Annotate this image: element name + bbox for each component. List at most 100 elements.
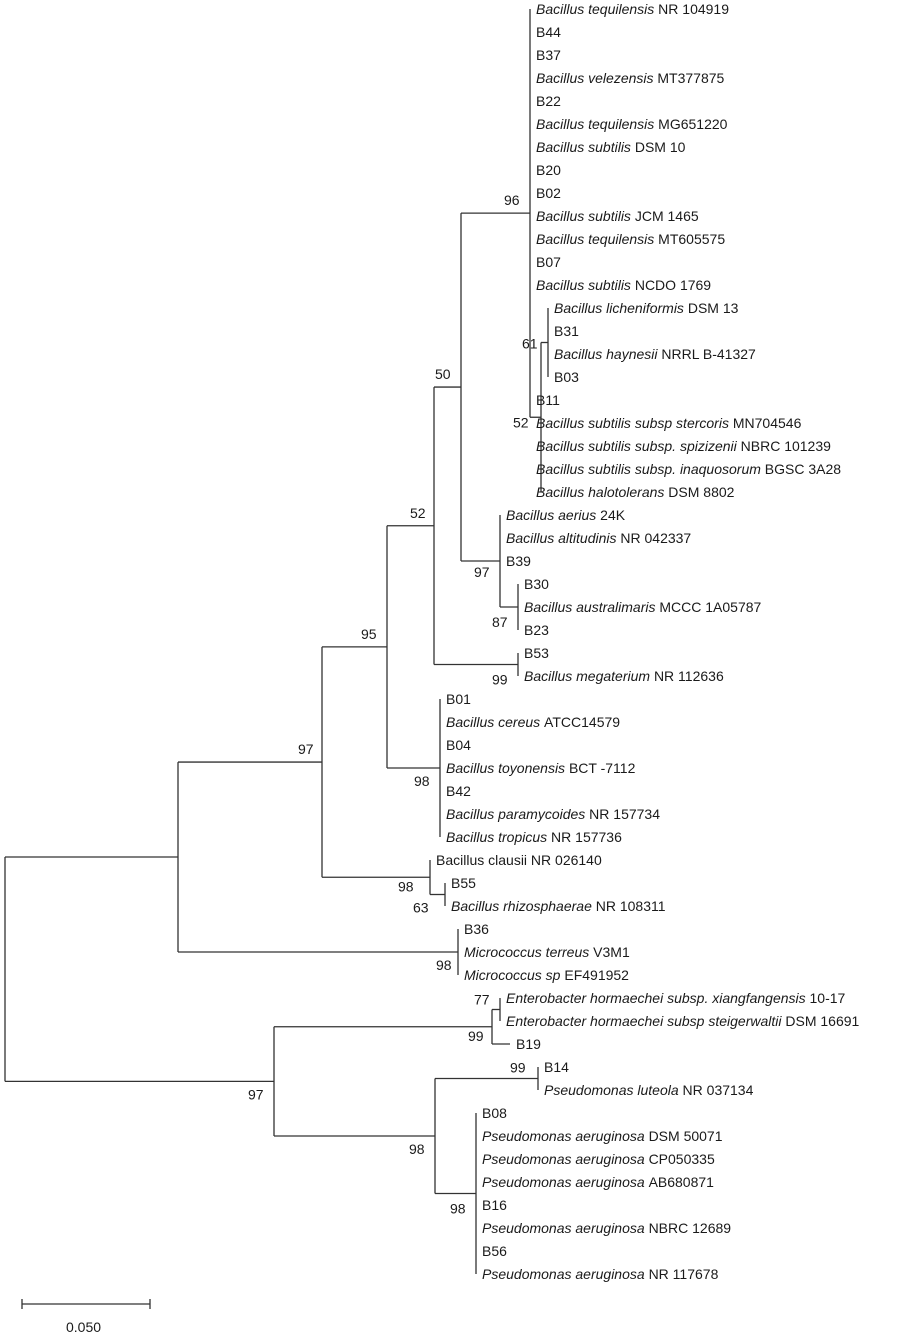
leaf-label: Bacillus velezensis MT377875	[536, 70, 725, 86]
leaf-label: Pseudomonas luteola NR 037134	[544, 1082, 754, 1098]
leaf-accession: B37	[536, 47, 561, 63]
bootstrap-value: 98	[409, 1141, 425, 1157]
leaf-label: B04	[446, 737, 471, 753]
bootstrap-value: 98	[414, 773, 430, 789]
leaf-label: B30	[524, 576, 549, 592]
leaf-label: Bacillus toyonensis BCT -7112	[446, 760, 636, 776]
leaf-accession: NR 108311	[596, 898, 666, 914]
leaf-label: Bacillus tequilensis NR 104919	[536, 1, 729, 17]
leaf-accession: MG651220	[658, 116, 727, 132]
bootstrap-value: 61	[522, 336, 538, 352]
leaf-label: B42	[446, 783, 471, 799]
leaf-label: B19	[516, 1036, 541, 1052]
leaf-accession: 10-17	[810, 990, 846, 1006]
bootstrap-value: 98	[436, 957, 452, 973]
leaf-label: Bacillus paramycoides NR 157734	[446, 806, 660, 822]
bootstrap-value: 95	[361, 626, 377, 642]
leaf-species: Bacillus tropicus	[446, 829, 551, 845]
leaf-species: Bacillus tequilensis	[536, 231, 658, 247]
leaf-accession: NR 104919	[658, 1, 729, 17]
bootstrap-value: 99	[510, 1060, 526, 1076]
leaf-label: B53	[524, 645, 549, 661]
leaf-label: Pseudomonas aeruginosa AB680871	[482, 1174, 714, 1190]
leaf-label: B08	[482, 1105, 507, 1121]
leaf-accession: MCCC 1A05787	[659, 599, 761, 615]
scale-bar-label: 0.050	[66, 1319, 101, 1335]
leaf-label: Bacillus subtilis NCDO 1769	[536, 277, 711, 293]
leaf-accession: NRRL B-41327	[661, 346, 756, 362]
leaf-label: Bacillus tequilensis MT605575	[536, 231, 725, 247]
leaf-label: Bacillus tequilensis MG651220	[536, 116, 728, 132]
leaf-species: Pseudomonas aeruginosa	[482, 1266, 649, 1282]
leaf-label: Bacillus haynesii NRRL B-41327	[554, 346, 756, 362]
leaf-accession: DSM 13	[688, 300, 739, 316]
leaf-species: Micrococcus sp	[464, 967, 564, 983]
leaf-species: Micrococcus terreus	[464, 944, 593, 960]
leaf-label: Pseudomonas aeruginosa DSM 50071	[482, 1128, 723, 1144]
leaf-species: Pseudomonas aeruginosa	[482, 1151, 649, 1167]
leaf-species: Pseudomonas aeruginosa	[482, 1128, 649, 1144]
bootstrap-value: 99	[468, 1028, 484, 1044]
leaf-accession: BGSC 3A28	[765, 461, 841, 477]
leaf-label: B20	[536, 162, 561, 178]
leaf-species: Pseudomonas luteola	[544, 1082, 683, 1098]
leaf-label: B37	[536, 47, 561, 63]
leaf-label: Bacillus rhizosphaerae NR 108311	[451, 898, 666, 914]
bootstrap-value: 96	[504, 192, 520, 208]
leaf-accession: B01	[446, 691, 471, 707]
leaf-species: Enterobacter hormaechei subsp. xiangfang…	[506, 990, 810, 1006]
bootstrap-value: 98	[398, 878, 414, 894]
leaf-species: Bacillus subtilis subsp. inaquosorum	[536, 461, 765, 477]
leaf-accession: B22	[536, 93, 561, 109]
leaf-label: Pseudomonas aeruginosa NBRC 12689	[482, 1220, 731, 1236]
leaf-accession: JCM 1465	[635, 208, 699, 224]
leaf-label: B03	[554, 369, 579, 385]
leaf-accession: NR 157734	[589, 806, 660, 822]
leaf-accession: B44	[536, 24, 561, 40]
leaf-accession: B56	[482, 1243, 507, 1259]
leaf-species: Bacillus australimaris	[524, 599, 659, 615]
leaf-accession: B23	[524, 622, 549, 638]
leaf-label: B56	[482, 1243, 507, 1259]
bootstrap-value: 97	[474, 564, 490, 580]
bootstrap-value: 97	[248, 1086, 264, 1102]
leaf-label: B01	[446, 691, 471, 707]
leaf-accession: DSM 8802	[668, 484, 734, 500]
leaf-accession: NCDO 1769	[635, 277, 711, 293]
leaf-accession: MT605575	[658, 231, 725, 247]
leaf-label: Micrococcus terreus V3M1	[464, 944, 630, 960]
leaf-accession: NR 157736	[551, 829, 622, 845]
leaf-species: Bacillus subtilis subsp. spizizenii	[536, 438, 741, 454]
leaf-species: Enterobacter hormaechei subsp steigerwal…	[506, 1013, 785, 1029]
leaf-species: Bacillus subtilis	[536, 208, 635, 224]
leaf-label: B44	[536, 24, 561, 40]
leaf-species: Bacillus toyonensis	[446, 760, 569, 776]
leaf-label: Bacillus altitudinis NR 042337	[506, 530, 691, 546]
leaf-label: B39	[506, 553, 531, 569]
leaf-label: Bacillus tropicus NR 157736	[446, 829, 622, 845]
bootstrap-value: 98	[450, 1201, 466, 1217]
bootstrap-value: 97	[298, 741, 314, 757]
leaf-accession: AB680871	[649, 1174, 715, 1190]
leaf-accession: B42	[446, 783, 471, 799]
leaf-species: Bacillus altitudinis	[506, 530, 620, 546]
leaf-accession: B39	[506, 553, 531, 569]
leaf-accession: EF491952	[564, 967, 629, 983]
leaf-species: Bacillus aerius	[506, 507, 600, 523]
leaf-accession: NR 037134	[683, 1082, 754, 1098]
leaf-label: Enterobacter hormaechei subsp. xiangfang…	[506, 990, 846, 1006]
leaf-accession: V3M1	[593, 944, 630, 960]
leaf-accession: B08	[482, 1105, 507, 1121]
leaf-accession: B14	[544, 1059, 569, 1075]
leaf-species: Bacillus haynesii	[554, 346, 661, 362]
leaf-accession: B03	[554, 369, 579, 385]
leaf-accession: 24K	[600, 507, 626, 523]
leaf-accession: NBRC 12689	[649, 1220, 732, 1236]
leaf-label: B14	[544, 1059, 569, 1075]
leaf-accession: B31	[554, 323, 579, 339]
leaf-accession: NR 117678	[649, 1266, 719, 1282]
bootstrap-value: 99	[492, 672, 508, 688]
leaf-label: Bacillus subtilis subsp. inaquosorum BGS…	[536, 461, 841, 477]
